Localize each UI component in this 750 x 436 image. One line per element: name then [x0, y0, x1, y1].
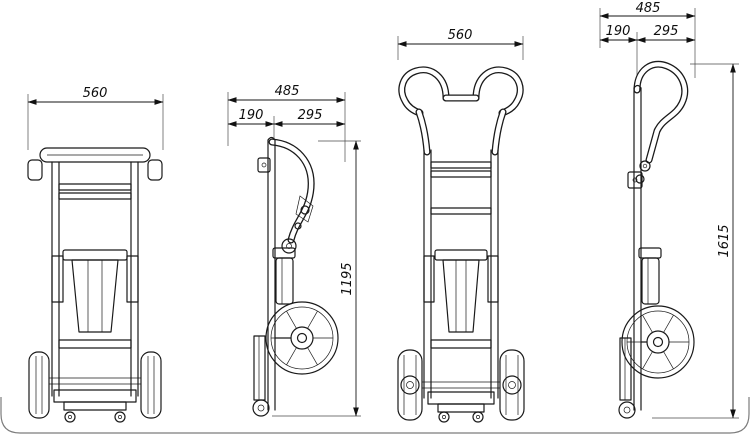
view-side-folded: 485 190 295 1195 — [227, 84, 361, 417]
seat-folded-side-extended — [641, 257, 660, 305]
wheel-side-extended — [621, 305, 695, 379]
dim-label-width-front-folded: 560 — [83, 86, 108, 101]
wheel-right-extended — [499, 349, 525, 421]
seat-panel — [71, 259, 119, 333]
side-folded-drawing — [252, 136, 339, 417]
handle-pivot-right — [147, 159, 163, 181]
front-extended-drawing — [397, 66, 525, 423]
folded-handle-tube — [268, 138, 315, 244]
stair-roller — [252, 399, 270, 417]
toe-plate-folded — [253, 335, 266, 401]
stair-roller-extended — [618, 401, 636, 419]
side-extended-drawing — [618, 60, 695, 419]
seat-top-bar-extended — [434, 249, 488, 261]
dim-label-width-front-extended: 560 — [448, 28, 473, 43]
dim-label-height-extended: 1615 — [717, 224, 732, 257]
seat-top-bar — [62, 249, 128, 261]
wheel-left-extended — [397, 349, 423, 421]
seat-folded-side — [275, 257, 294, 305]
dimension-height-side-extended: 1615 — [652, 63, 739, 419]
dimension-width-front-extended: 560 — [397, 28, 524, 60]
dim-label-rear-folded: 295 — [298, 108, 323, 123]
dim-label-height-folded: 1195 — [340, 262, 355, 295]
toe-plate-extended-view — [427, 391, 495, 405]
dim-label-front-folded: 190 — [239, 108, 264, 123]
latch-bracket-extended — [627, 171, 643, 189]
dim-label-rear-extended: 295 — [654, 24, 679, 39]
dim-label-depth-total-folded: 485 — [275, 84, 300, 99]
handle-pivot-left — [27, 159, 43, 181]
handle-grip-end — [281, 238, 297, 254]
dim-label-depth-total-extended: 485 — [636, 1, 661, 16]
dimension-width-front-folded: 560 — [27, 86, 164, 150]
wheel-right — [140, 351, 162, 419]
folded-handle-bar — [39, 147, 151, 163]
toe-plate-folded-extended — [619, 337, 632, 401]
seat-panel-extended — [442, 259, 480, 333]
image-border — [0, 397, 750, 434]
dim-label-front-extended: 190 — [606, 24, 631, 39]
dimension-depth-side-folded: 485 190 295 — [227, 84, 346, 162]
latch-bracket — [257, 157, 271, 173]
wheel-left — [28, 351, 50, 419]
view-front-folded: 560 — [27, 86, 164, 423]
view-side-extended: 485 190 295 1615 — [599, 1, 739, 419]
toe-plate — [53, 389, 137, 403]
front-folded-drawing — [27, 147, 163, 423]
view-front-extended: 560 — [397, 28, 525, 423]
dimension-height-side-folded: 1195 — [272, 140, 361, 417]
